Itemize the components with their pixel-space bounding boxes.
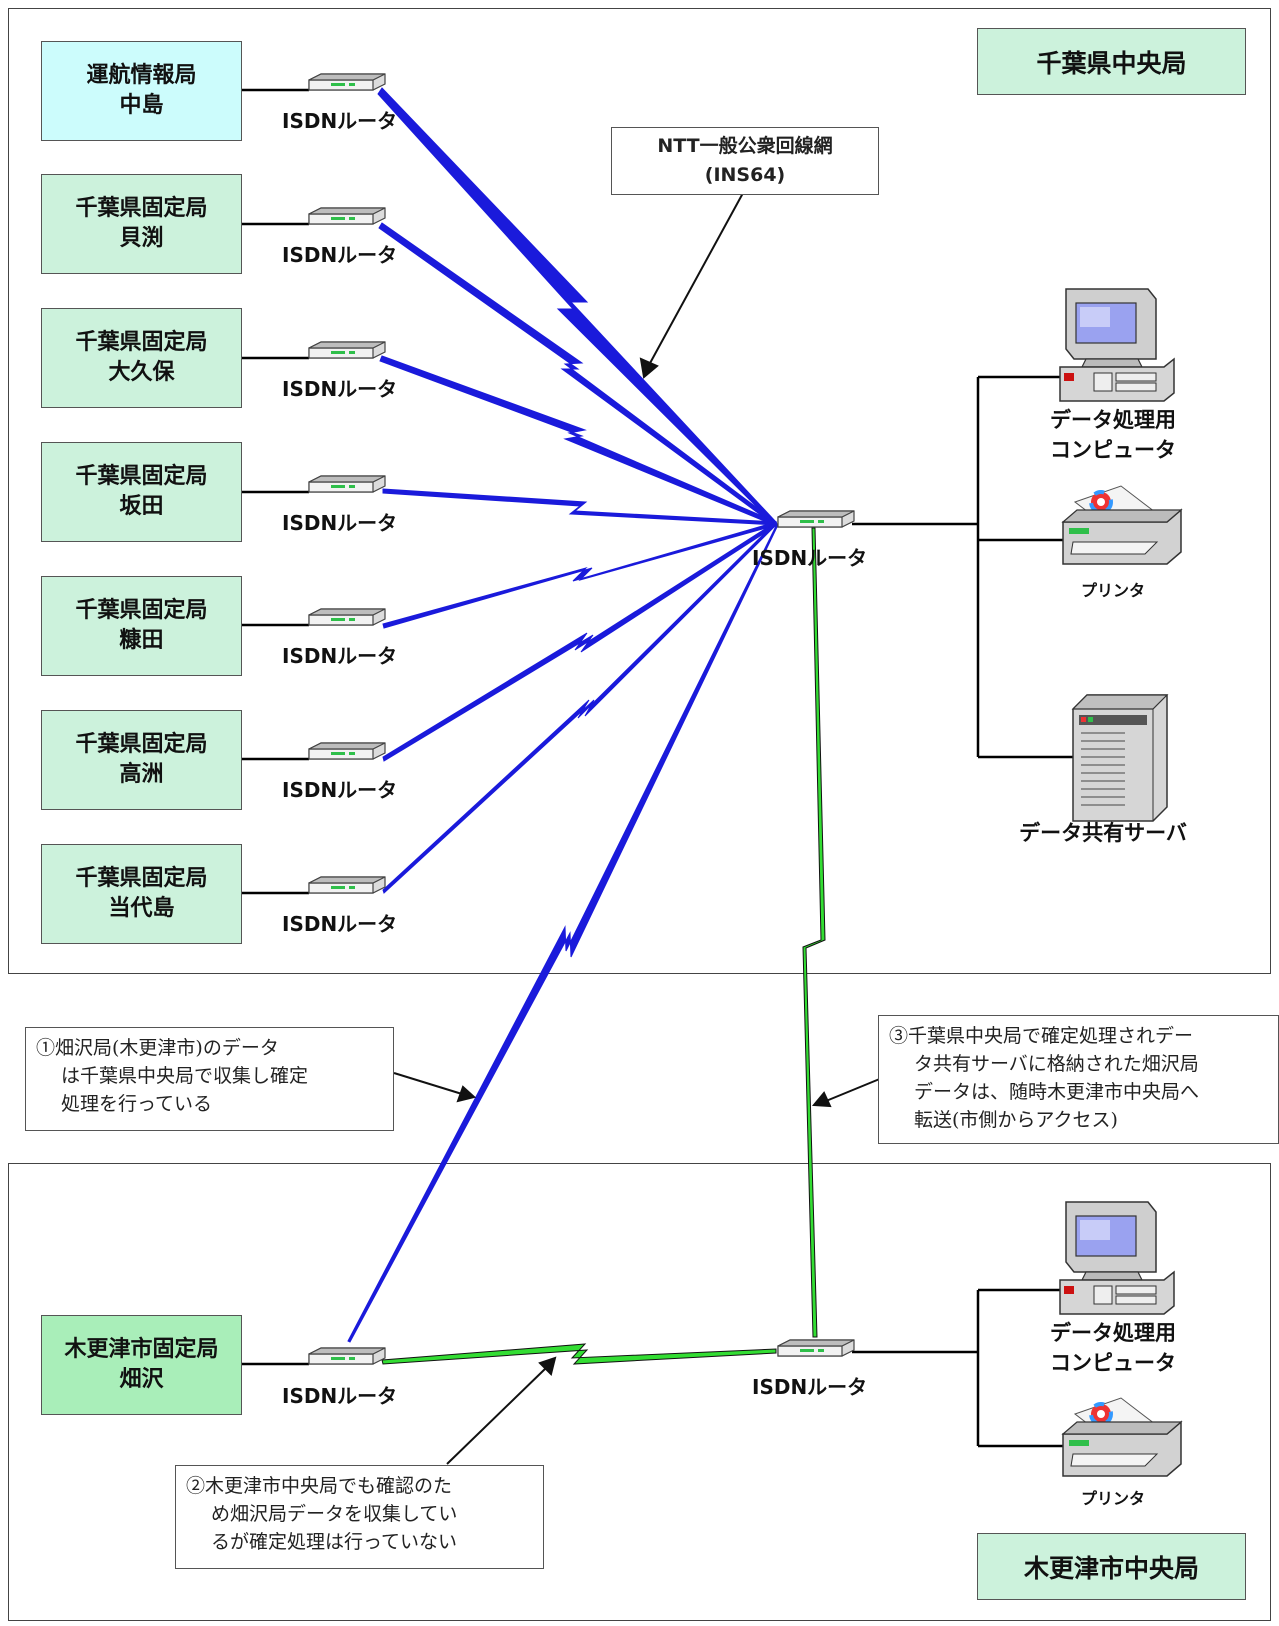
station-okubo: 千葉県固定局 大久保 [41,308,242,408]
computer-icon [1059,288,1175,402]
station-name: 千葉県固定局 [75,464,208,489]
station-sakata: 千葉県固定局 坂田 [41,442,242,542]
chiba-printer-label: プリンタ [1080,581,1145,600]
printer-icon [1061,1396,1183,1478]
network-service: (INS64) [704,164,786,186]
kisarazu-computer-label: データ処理用 コンピュータ [1050,1321,1176,1375]
network-callout: NTT一般公衆回線網 (INS64) [611,127,879,195]
router-label: ISDNルータ [282,377,398,401]
kisarazu-printer-label: プリンタ [1080,1489,1145,1508]
station-name: 千葉県固定局 [75,598,208,623]
station-name: 千葉県固定局 [75,732,208,757]
router-label: ISDNルータ [282,644,398,668]
printer-icon [1061,484,1183,566]
chiba-server-label: データ共有サーバ [1019,821,1187,845]
station-kaifuchi: 千葉県固定局 貝渕 [41,174,242,274]
station-todaijima: 千葉県固定局 当代島 [41,844,242,944]
station-nakajima: 運航情報局 中島 [41,41,242,141]
station-site: 中島 [119,93,164,118]
station-hatazawa: 木更津市固定局 畑沢 [41,1315,242,1415]
station-site: 坂田 [119,494,164,519]
station-site: 糠田 [119,628,164,653]
router-label: ISDNルータ [282,912,398,936]
station-name: 運航情報局 [86,63,197,88]
router-label: ISDNルータ [282,511,398,535]
station-site: 当代島 [108,896,175,921]
station-name: 千葉県固定局 [75,330,208,355]
router-label: ISDNルータ [282,1384,398,1408]
station-site: 貝渕 [119,226,164,251]
router-label: ISDNルータ [282,109,398,133]
chiba-central-label: 千葉県中央局 [977,28,1246,95]
server-icon [1072,694,1168,822]
network-name: NTT一般公衆回線網 [657,135,833,157]
note-1: ①畑沢局(木更津市)のデータ は千葉県中央局で収集し確定 処理を行っている [25,1027,394,1131]
station-takasu: 千葉県固定局 高洲 [41,710,242,810]
station-site: 高洲 [119,762,164,787]
chiba-computer-label: データ処理用 コンピュータ [1050,408,1176,462]
kisarazu-central-label: 木更津市中央局 [977,1533,1246,1600]
router-label: ISDNルータ [752,546,868,570]
station-site: 大久保 [108,360,175,385]
note-3: ③千葉県中央局で確定処理されデー タ共有サーバに格納された畑沢局 データは、随時… [878,1015,1279,1144]
router-label: ISDNルータ [752,1375,868,1399]
station-name: 千葉県固定局 [75,196,208,221]
computer-icon [1059,1201,1175,1315]
station-name: 木更津市固定局 [64,1337,219,1362]
station-nukata: 千葉県固定局 糠田 [41,576,242,676]
router-label: ISDNルータ [282,243,398,267]
note-2: ②木更津市中央局でも確認のた め畑沢局データを収集してい るが確定処理は行ってい… [175,1465,544,1569]
station-site: 畑沢 [119,1367,164,1392]
router-label: ISDNルータ [282,778,398,802]
station-name: 千葉県固定局 [75,866,208,891]
